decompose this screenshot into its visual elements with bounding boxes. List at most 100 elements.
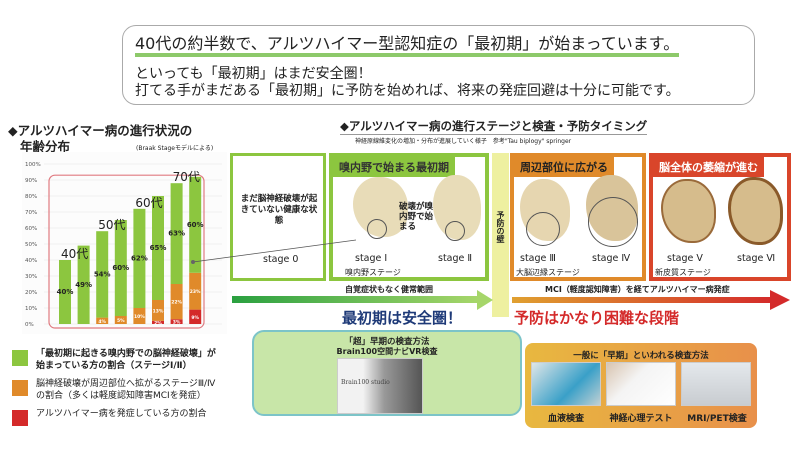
legend-text-2: 始まっている方の割合（ステージⅠ/Ⅱ）	[36, 361, 192, 371]
mri-label: MRI/PET検査	[687, 414, 747, 424]
data-label: 4%	[98, 319, 106, 325]
general-tests-panel: 一般に「早期」といわれる検査方法 血液検査 神経心理テスト MRI/PET検査	[525, 343, 757, 428]
sub-line-1: といっても「最初期」はまだ安全圏！	[135, 66, 372, 82]
data-label: 65%	[150, 244, 167, 252]
headline: 40代の約半数で、アルツハイマー型認知症の「最初期」が始まっています。	[135, 34, 680, 57]
bar-segment-orange	[133, 308, 146, 324]
legend-text-2: の割合（多くは軽度認知障害MCIを発症）	[36, 391, 206, 401]
green-arrowhead-icon	[477, 290, 493, 310]
stages-subtitle: 神経原線維変化の増加・分布が進展していく様子 参考"Tau biplogy" s…	[355, 138, 572, 145]
wall-label: 予防の壁	[496, 211, 505, 243]
chart-note: (Braak Stageモデルによる)	[136, 145, 214, 152]
general-title: 一般に「早期」といわれる検査方法	[573, 351, 709, 361]
stage3-label: stage Ⅲ	[520, 253, 556, 264]
y-tick-label: 10%	[25, 306, 37, 312]
data-label: 63%	[168, 230, 185, 238]
y-tick-label: 50%	[25, 242, 37, 248]
stage0-text: まだ脳神経破壊が起きていない健康な状態	[240, 194, 318, 226]
y-tick-label: 20%	[25, 290, 37, 296]
highlight-circle	[367, 219, 387, 239]
data-label: 23%	[190, 289, 201, 295]
legend-text-1: アルツハイマー病を発症している方の割合	[36, 409, 207, 419]
green-arrow-text: 自覚症状もなく健常範囲	[345, 285, 433, 294]
headline-box: 40代の約半数で、アルツハイマー型認知症の「最初期」が始まっています。 といって…	[122, 25, 755, 105]
brain-stage5-image	[661, 179, 716, 243]
headline-sub: といっても「最初期」はまだ安全圏！打てる手がまだある「最初期」に予防を始めれば、…	[135, 66, 680, 100]
hard-message: 予防はかなり困難な段階	[514, 309, 680, 327]
atrophy-footer: 新皮質ステージ	[655, 268, 711, 277]
earliest-footer: 嗅内野ステージ	[345, 268, 401, 277]
age-label: 50代	[98, 218, 125, 232]
bar-segment-orange	[152, 300, 164, 321]
bar-segment-green	[152, 196, 164, 300]
data-label: 60%	[112, 264, 129, 272]
age-label: 70代	[173, 170, 200, 184]
spreading-footer: 大脳辺縁ステージ	[516, 268, 580, 277]
green-arrow	[232, 296, 477, 303]
red-arrow	[512, 297, 774, 303]
data-label: 2%	[154, 320, 162, 326]
chart-title-1: ◆アルツハイマー病の進行状況の	[8, 123, 193, 138]
y-tick-label: 0%	[25, 322, 34, 328]
brain-stage6-image	[728, 177, 783, 245]
legend-item: 脳神経破壊が周辺部位へ拡がるステージⅢ/Ⅳ の割合（多くは軽度認知障害MCIを発症…	[12, 378, 215, 402]
y-tick-label: 100%	[25, 162, 41, 168]
atrophy-stage-box: 脳全体の萎縮が進む stage Ⅴ stage Ⅵ 新皮質ステージ	[649, 153, 791, 281]
legend-text-1: 「最初期に起きる嗅内野での脳神経破壊」が	[36, 349, 216, 359]
highlight-circle	[445, 221, 465, 241]
data-label: 5%	[117, 318, 125, 324]
y-tick-label: 60%	[25, 226, 37, 232]
legend-text-1: 脳神経破壊が周辺部位へ拡がるステージⅢ/Ⅳ	[36, 379, 216, 389]
age-label: 60代	[135, 196, 162, 210]
y-tick-label: 90%	[25, 178, 37, 184]
legend-swatch	[12, 380, 28, 396]
stage0-box: まだ脳神経破壊が起きていない健康な状態 stage 0	[230, 153, 326, 281]
spreading-stage-box: 周辺部位に広がる stage Ⅲ stage Ⅳ 大脳辺縁ステージ	[510, 153, 646, 281]
bar-segment-orange	[170, 284, 183, 320]
stage6-label: stage Ⅵ	[737, 253, 776, 264]
highlight-circle	[526, 212, 560, 246]
data-label: 13%	[153, 308, 164, 314]
legend-swatch	[12, 350, 28, 366]
earliest-stage-box: 嗅内野で始まる最初期 破壊が嗅内野で始まる stage Ⅰ stage Ⅱ 嗅内…	[329, 153, 489, 281]
bar-segment-green	[170, 183, 183, 284]
bar-segment-green	[114, 220, 127, 316]
bar-segment-orange	[189, 272, 202, 310]
vr-test-panel: 「超」早期の検査方法 Brain100空間ナビVR検査 Brain100 stu…	[252, 330, 522, 416]
red-arrow-text: MCI（軽度認知障害）を経てアルツハイマー病発症	[545, 285, 730, 294]
data-label: 54%	[94, 270, 111, 278]
bar-segment-green	[59, 260, 71, 324]
earliest-note: 破壊が嗅内野で始まる	[399, 202, 434, 232]
data-label: 60%	[187, 221, 204, 229]
mri-photo	[681, 362, 751, 406]
bar-segment-orange	[96, 317, 109, 324]
vr-title: 「超」早期の検査方法	[344, 337, 430, 347]
bar-segment-orange	[114, 316, 127, 324]
sub-line-2: 打てる手がまだある「最初期」に予防を始めれば、将来の発症回避は十分に可能です。	[135, 83, 680, 99]
data-label: 3%	[173, 320, 181, 326]
stage1-label: stage Ⅰ	[355, 253, 388, 264]
bar-segment-red	[170, 319, 183, 324]
bar-segment-red	[152, 320, 164, 324]
y-tick-label: 80%	[25, 194, 37, 200]
chart-title-2: 年齢分布	[20, 139, 71, 154]
data-label: 22%	[171, 300, 182, 306]
stages-title: ◆アルツハイマー病の進行ステージと検査・予防タイミング	[340, 119, 648, 135]
legend-swatch	[12, 410, 28, 426]
stage5-label: stage Ⅴ	[667, 253, 703, 264]
data-label: 49%	[75, 281, 92, 289]
highlight-circle	[588, 197, 638, 247]
bar-segment-green	[133, 208, 146, 308]
red-arrowhead-icon	[770, 290, 790, 310]
stage2-label: stage Ⅱ	[438, 253, 473, 264]
stage0-label: stage 0	[263, 254, 299, 265]
atrophy-title: 脳全体の萎縮が進む	[653, 157, 764, 177]
age-distribution-chart: 0%10%20%30%40%50%60%70%80%90%100%40%49%4…	[22, 152, 227, 334]
vr-headset-photo: Brain100 studio	[337, 358, 423, 414]
data-label: 62%	[131, 254, 148, 262]
y-tick-label: 40%	[25, 258, 37, 264]
data-label: 10%	[134, 314, 145, 320]
bar-segment-green	[77, 245, 90, 324]
prevention-wall: 予防の壁	[492, 153, 509, 317]
blood-test-label: 血液検査	[547, 414, 584, 424]
